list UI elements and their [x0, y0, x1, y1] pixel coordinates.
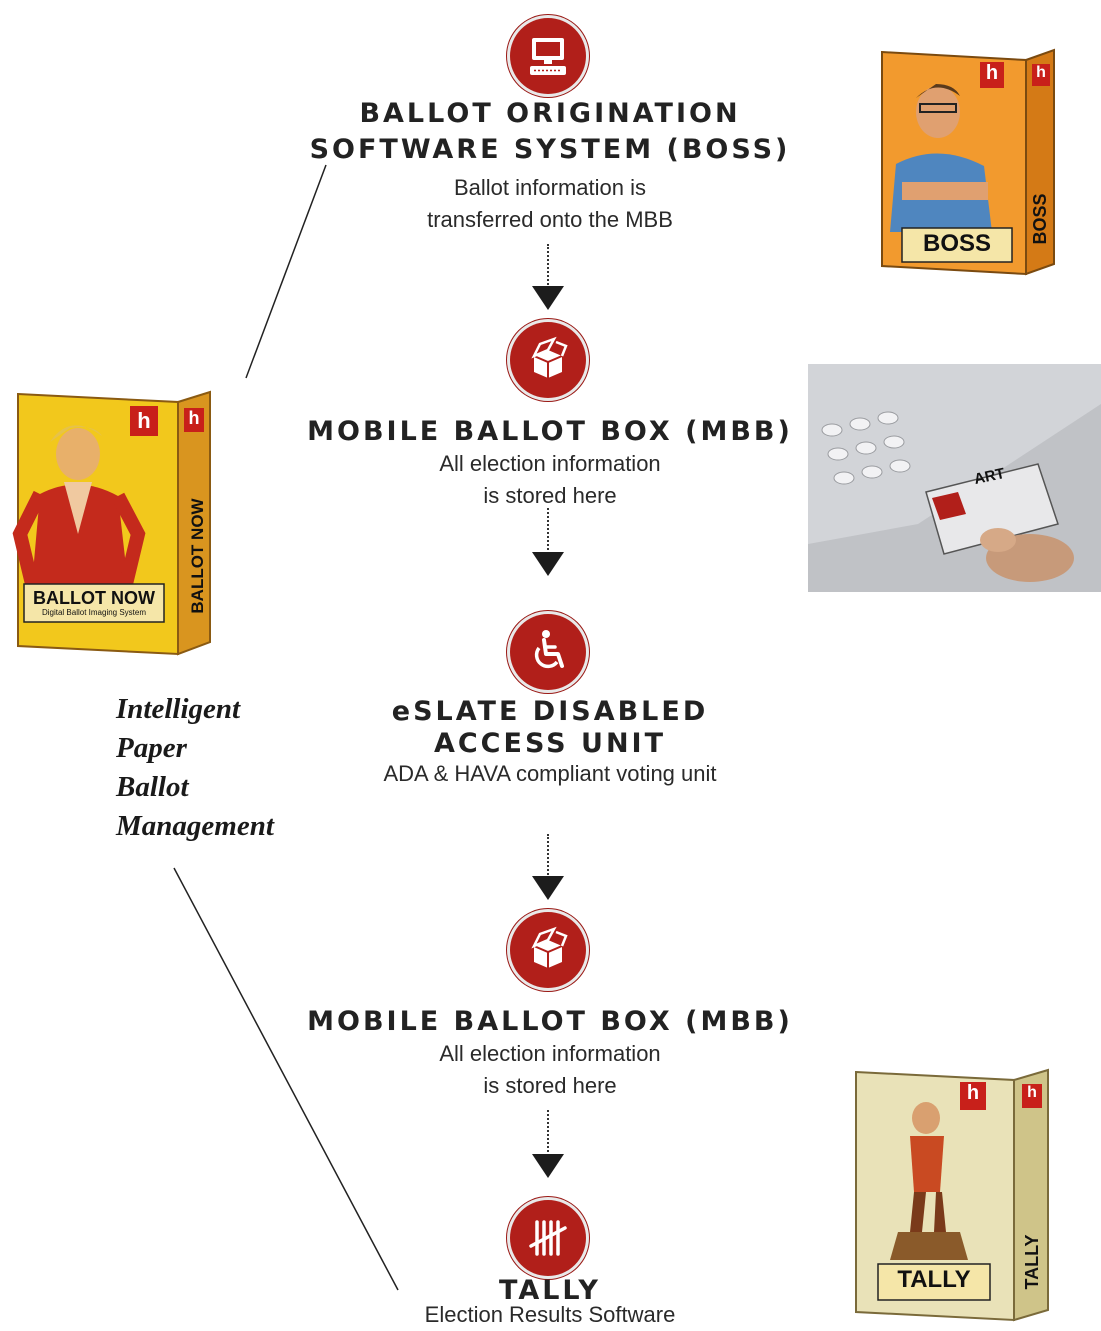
boss-box-name: BOSS: [922, 230, 991, 257]
connector-line-bottom: [173, 867, 399, 1291]
ballot-box-icon: [510, 322, 586, 398]
tagline: Intelligent Paper Ballot Management: [116, 693, 274, 842]
step-desc-eslate: ADA & HAVA compliant voting unit: [383, 761, 717, 786]
ballot-now-box-subtitle: Digital Ballot Imaging System: [41, 608, 147, 617]
wheelchair-icon: [510, 614, 586, 690]
step-desc-boss: Ballot information is transferred onto t…: [427, 175, 673, 232]
ballot-box-icon: [510, 912, 586, 988]
step-desc-mbb: All election information is stored here: [439, 451, 661, 508]
step-title-eslate: eSLATE DISABLED ACCESS UNIT: [391, 696, 709, 759]
ballot-now-box-spine: BALLOT NOW: [188, 498, 207, 614]
flow-arrow-2: [528, 508, 568, 576]
ballot-now-logo-icon-spine: h: [188, 408, 200, 428]
step-title-mbb-2: MOBILE BALLOT BOX (MBB): [307, 1006, 793, 1037]
step-desc-mbb-2: All election information is stored here: [439, 1041, 661, 1098]
tally-box-spine: TALLY: [1022, 1234, 1042, 1290]
mbb-card-photo: ART: [808, 364, 1101, 592]
ballot-now-logo-icon: h: [137, 408, 151, 433]
step-title-boss: BALLOT ORIGINATION SOFTWARE SYSTEM (BOSS…: [309, 98, 791, 165]
ballot-now-box-name: BALLOT NOW: [33, 588, 155, 608]
boss-logo-icon: h: [985, 62, 999, 84]
step-title-mbb: MOBILE BALLOT BOX (MBB): [307, 416, 793, 447]
tally-logo-icon-spine: h: [1027, 1084, 1037, 1101]
computer-icon: [510, 18, 586, 94]
boss-box-spine: BOSS: [1030, 193, 1050, 245]
step-desc-tally: Election Results Software: [424, 1302, 676, 1327]
boss-logo-icon-spine: h: [1036, 64, 1046, 81]
flow-arrow-1: [528, 244, 568, 310]
step-title-tally: TALLY: [499, 1275, 601, 1306]
boss-product-box: h h BOSS BOSS: [876, 42, 1058, 280]
tally-logo-icon: h: [966, 1082, 980, 1104]
tally-product-box: h h TALLY TALLY: [850, 1062, 1058, 1328]
voting-machine-keypad-icon: [808, 364, 1101, 592]
ballot-now-product-box: h h BALLOT NOW Digital Ballot Imaging Sy…: [10, 384, 214, 664]
tally-box-name: TALLY: [897, 1266, 971, 1293]
flow-arrow-3: [528, 834, 568, 900]
tally-marks-icon: [510, 1200, 586, 1276]
connector-line-top: [245, 164, 327, 379]
flow-arrow-4: [528, 1110, 568, 1178]
